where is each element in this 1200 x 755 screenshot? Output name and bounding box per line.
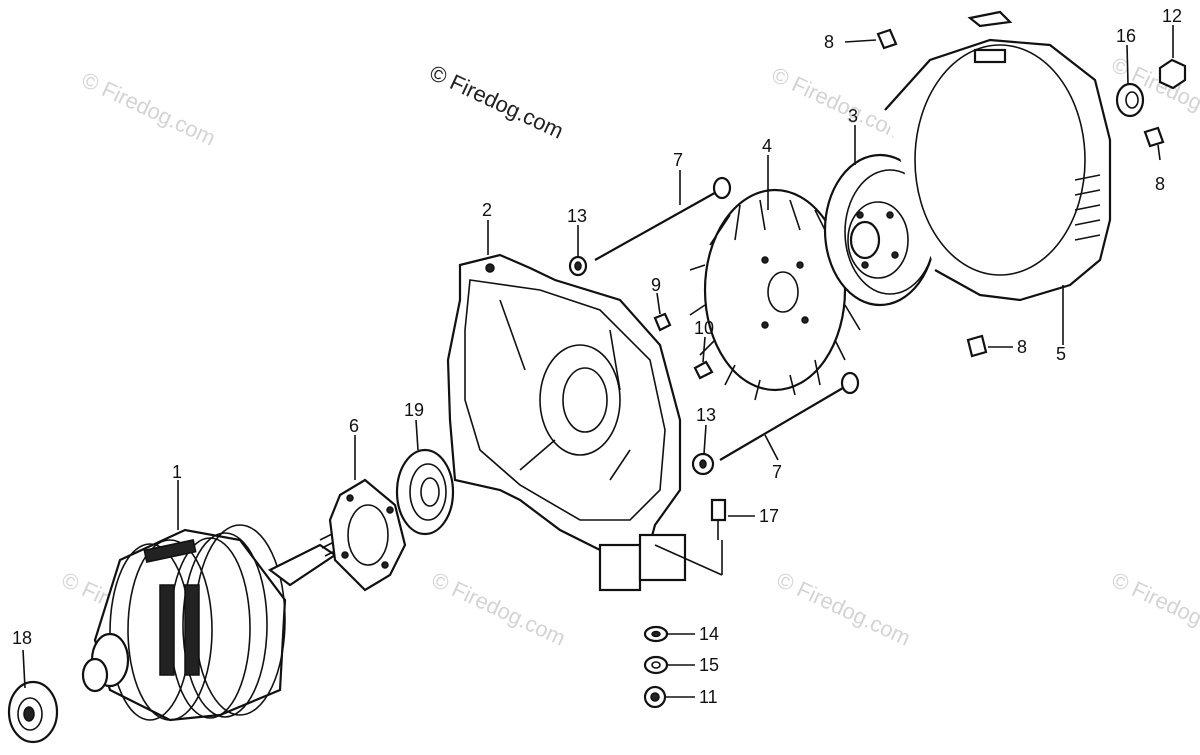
- part-rotor: [81, 524, 346, 722]
- part-bolt-8-top: [876, 28, 898, 50]
- label-part-13-lower: 13: [696, 405, 716, 425]
- part-screw-9: [653, 312, 672, 332]
- label-part-19: 19: [404, 400, 424, 420]
- part-bearing-19: [395, 448, 455, 536]
- label-part-1: 1: [172, 462, 182, 482]
- label-part-13-upper: 13: [567, 206, 587, 226]
- part-washer-16: [1115, 82, 1145, 118]
- label-part-7-lower: 7: [772, 462, 782, 482]
- label-part-8-bottom: 8: [1017, 337, 1027, 357]
- label-part-6: 6: [349, 416, 359, 436]
- label-part-2: 2: [482, 200, 492, 220]
- label-part-4: 4: [762, 136, 772, 156]
- part-nut-11: [643, 685, 667, 709]
- watermark-far-right: © Firedog.com: [1108, 567, 1200, 651]
- watermark-bottom-right: © Firedog.com: [773, 567, 915, 651]
- part-bolt-7-lower: [719, 371, 860, 461]
- callout-labels: 1 2 3 4 5 6 7 7 8 8 8 9 10 11 12 13 13 1…: [12, 6, 1182, 707]
- label-part-17: 17: [759, 506, 779, 526]
- label-part-7-upper: 7: [673, 150, 683, 170]
- label-part-10: 10: [694, 318, 714, 338]
- part-housing: [446, 253, 687, 592]
- label-part-14: 14: [699, 624, 719, 644]
- watermark-top-center: © Firedog.com: [768, 62, 910, 146]
- label-part-11: 11: [699, 687, 718, 707]
- watermark-top-left: © Firedog.com: [78, 67, 220, 151]
- part-shroud: [884, 10, 1112, 302]
- part-washer-15: [643, 655, 669, 675]
- label-part-16: 16: [1116, 26, 1136, 46]
- part-plate-6: [328, 478, 407, 592]
- label-part-9: 9: [651, 275, 661, 295]
- part-bearing-18: [7, 680, 59, 744]
- part-washer-13-lower: [691, 452, 715, 476]
- part-washer-13-upper: [568, 255, 588, 277]
- part-washer-14: [643, 625, 669, 643]
- part-screw-10: [693, 360, 714, 380]
- part-bolt-17: [710, 498, 727, 540]
- leader-lines: [22, 25, 1174, 698]
- label-part-8-top: 8: [824, 32, 834, 52]
- part-bolt-8-bottom: [966, 334, 988, 358]
- label-part-15: 15: [699, 655, 719, 675]
- part-flywheel: [823, 153, 937, 307]
- part-nut-12: [1158, 58, 1187, 90]
- part-fan: [689, 188, 861, 401]
- part-bolt-8-right: [1143, 126, 1165, 148]
- watermark-main: © Firedog.com: [426, 60, 568, 144]
- label-part-8-right: 8: [1155, 174, 1165, 194]
- watermark-bottom-center: © Firedog.com: [428, 567, 570, 651]
- label-part-3: 3: [848, 106, 858, 126]
- label-part-18: 18: [12, 628, 32, 648]
- label-part-12: 12: [1162, 6, 1182, 26]
- part-bolt-7-upper: [594, 176, 732, 261]
- label-part-5: 5: [1056, 344, 1066, 364]
